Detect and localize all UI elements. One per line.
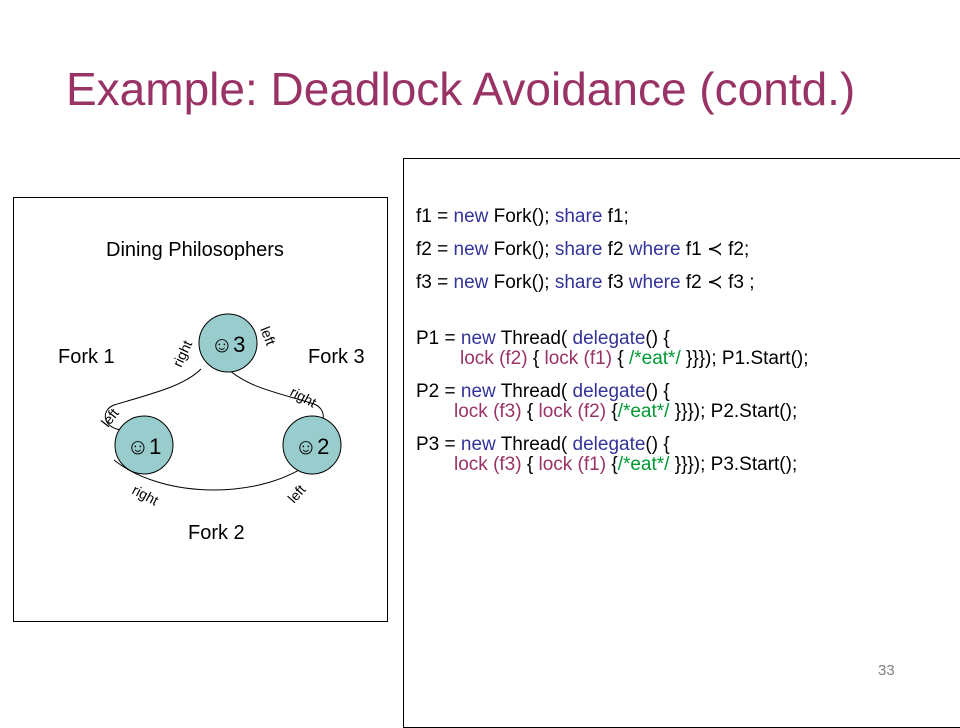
code-line-p3-body: lock (f3) { lock (f1) {/*eat*/ }}}); P3.… — [416, 455, 809, 475]
code-text: P3 = — [416, 434, 461, 455]
code-text: f1; — [602, 206, 629, 227]
code-text: { — [606, 454, 618, 475]
philosopher-3-circle — [198, 313, 258, 373]
code-text: { — [521, 454, 539, 475]
code-line-f2: f2 = new Fork(); share f2 where f1 ≺ f2; — [416, 240, 809, 260]
code-line-f3: f3 = new Fork(); share f3 where f2 ≺ f3 … — [416, 273, 809, 293]
p2-right-label: right — [288, 384, 320, 411]
fork-2-label: Fork 2 — [188, 522, 245, 544]
code-text: { — [606, 401, 618, 422]
philosopher-2-circle — [282, 415, 342, 475]
keyword-delegate: delegate — [572, 328, 646, 349]
keyword-delegate: delegate — [572, 381, 646, 402]
code-text: }}}); P3.Start(); — [669, 454, 798, 475]
philosopher-3: ☺3 — [198, 313, 258, 373]
keyword-where: where — [628, 239, 681, 260]
code-text: f2 = — [416, 239, 454, 260]
code-block: f1 = new Fork(); share f1; f2 = new Fork… — [416, 207, 809, 475]
code-text: f1 ≺ f2; — [680, 239, 750, 260]
keyword-share: share — [554, 239, 603, 260]
code-text: f3 — [602, 272, 629, 293]
keyword-new: new — [453, 239, 489, 260]
code-panel: f1 = new Fork(); share f1; f2 = new Fork… — [403, 158, 960, 728]
philosopher-2: ☺2 — [282, 415, 342, 475]
code-text: () { — [645, 434, 670, 455]
p1-right-label: right — [130, 482, 162, 509]
code-text: P2 = — [416, 381, 461, 402]
code-line-p2: P2 = new Thread( delegate() { — [416, 382, 809, 402]
lock-call: lock (f2) — [538, 401, 607, 422]
lock-call: lock (f1) — [544, 348, 613, 369]
code-text: }}}); P1.Start(); — [680, 348, 809, 369]
code-line-p3: P3 = new Thread( delegate() { — [416, 435, 809, 455]
dining-philosophers-diagram: Dining Philosophers Fork 1 Fork 3 Fork 2… — [58, 239, 365, 544]
keyword-new: new — [453, 206, 489, 227]
fork-2-curve — [113, 459, 315, 491]
code-line-p1: P1 = new Thread( delegate() { — [416, 329, 809, 349]
code-text: () { — [645, 381, 670, 402]
keyword-where: where — [628, 272, 681, 293]
code-text: { — [527, 348, 545, 369]
fork-1-curve — [104, 368, 202, 431]
code-text: Fork(); — [488, 272, 555, 293]
philosopher-1-circle — [114, 415, 174, 475]
p1-left-label: left — [98, 405, 122, 430]
code-text: Fork(); — [488, 239, 555, 260]
slide-title: Example: Deadlock Avoidance (contd.) — [66, 63, 856, 115]
code-text: Thread( — [495, 381, 573, 402]
code-text: f2 ≺ f3 ; — [680, 272, 755, 293]
lock-call: lock (f3) — [454, 454, 522, 475]
keyword-delegate: delegate — [572, 434, 646, 455]
code-comment: /*eat*/ — [617, 401, 670, 422]
code-text: P1 = — [416, 328, 461, 349]
page-number: 33 — [878, 662, 895, 679]
diagram-title: Dining Philosophers — [106, 239, 284, 261]
keyword-share: share — [554, 206, 603, 227]
code-comment: /*eat*/ — [617, 454, 670, 475]
philosopher-3-label: ☺3 — [211, 332, 246, 357]
keyword-new: new — [460, 328, 496, 349]
p2-left-label: left — [284, 481, 308, 506]
keyword-new: new — [460, 381, 496, 402]
lock-call: lock (f1) — [538, 454, 607, 475]
fork-1-label: Fork 1 — [58, 346, 115, 368]
code-text: { — [612, 348, 629, 369]
code-text: Thread( — [495, 434, 573, 455]
code-line-p1-body: lock (f2) { lock (f1) { /*eat*/ }}}); P1… — [416, 349, 809, 369]
code-line-p2-body: lock (f3) { lock (f2) {/*eat*/ }}}); P2.… — [416, 402, 809, 422]
p3-right-label: right — [169, 338, 195, 370]
code-text: Thread( — [495, 328, 573, 349]
code-comment: /*eat*/ — [628, 348, 681, 369]
philosopher-1: ☺1 — [114, 415, 174, 475]
code-text: }}}); P2.Start(); — [669, 401, 798, 422]
keyword-share: share — [554, 272, 603, 293]
code-text: () { — [645, 328, 670, 349]
diagram-panel: Dining Philosophers Fork 1 Fork 3 Fork 2… — [13, 197, 388, 622]
fork-3-label: Fork 3 — [308, 346, 365, 368]
code-text: f1 = — [416, 206, 454, 227]
philosopher-1-label: ☺1 — [127, 434, 162, 459]
code-text: f3 = — [416, 272, 454, 293]
lock-call: lock (f2) — [460, 348, 528, 369]
code-line-f1: f1 = new Fork(); share f1; — [416, 207, 809, 227]
p3-left-label: left — [257, 324, 279, 347]
lock-call: lock (f3) — [454, 401, 522, 422]
code-text: f2 — [602, 239, 629, 260]
code-text: Fork(); — [488, 206, 555, 227]
keyword-new: new — [453, 272, 489, 293]
philosopher-2-label: ☺2 — [295, 434, 330, 459]
code-text: { — [521, 401, 539, 422]
keyword-new: new — [460, 434, 496, 455]
